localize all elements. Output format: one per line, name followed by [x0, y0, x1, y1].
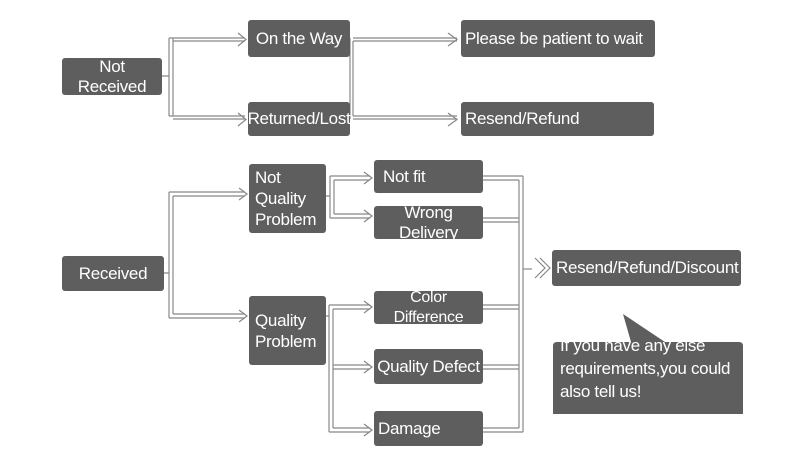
not-fit-box: Not fit [374, 160, 483, 193]
returned-lost-box: Returned/Lost [248, 102, 351, 136]
quality-defect-box: Quality Defect [374, 349, 483, 384]
damage-box: Damage [374, 411, 483, 446]
quality-problem-box: Quality Problem [249, 296, 326, 365]
on-the-way-box: On the Way [248, 20, 350, 57]
resend-refund-box: Resend/Refund [461, 102, 654, 136]
received-box: Received [62, 256, 164, 291]
note-bubble [553, 314, 743, 414]
note-text: If you have any else requirements,you co… [560, 336, 731, 401]
resend-refund-discount-box: Resend/Refund/Discount [552, 250, 741, 286]
not-received-box: Not Received [62, 57, 162, 96]
not-quality-problem-box: Not Quality Problem [249, 164, 326, 233]
color-difference-box: Color Difference [374, 289, 483, 326]
please-wait-box: Please be patient to wait [461, 20, 655, 57]
wrong-delivery-box: Wrong Delivery [374, 203, 483, 242]
